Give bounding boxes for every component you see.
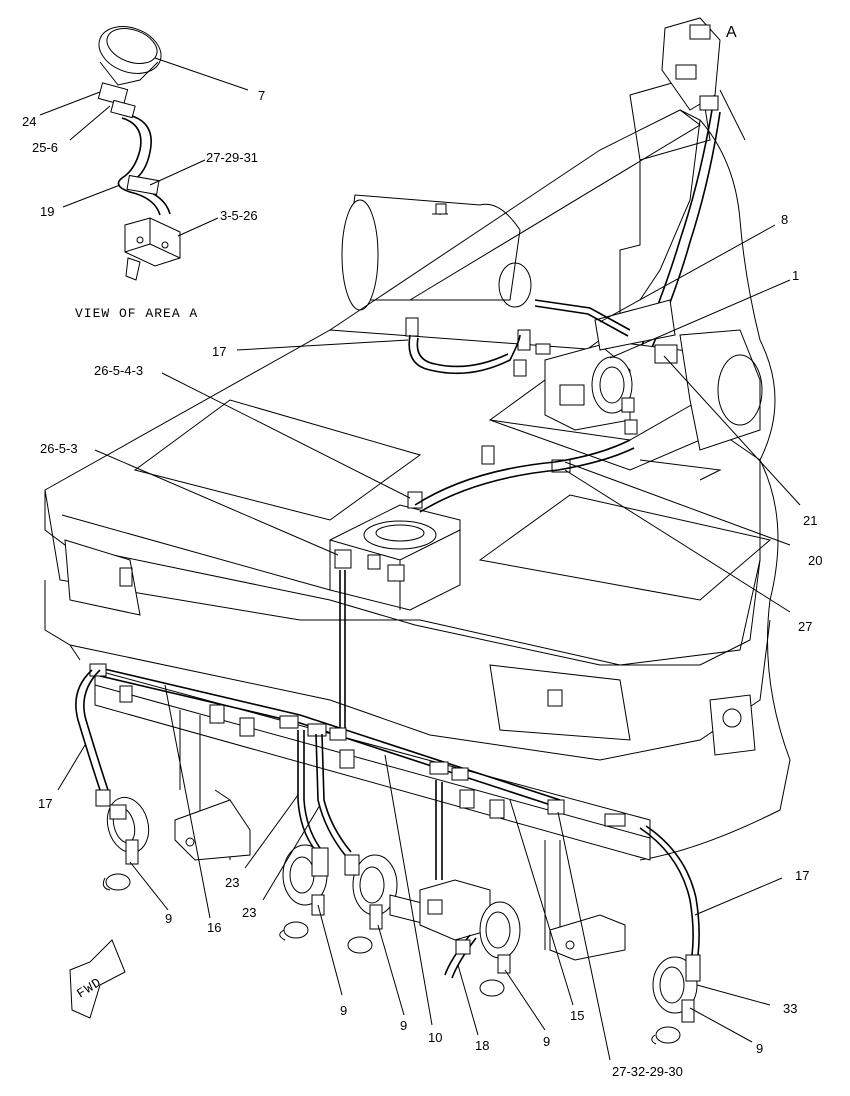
- chamber-right: [651, 954, 701, 1045]
- label-15: 15: [570, 1008, 584, 1023]
- label-9-center-left: 9: [340, 1003, 347, 1018]
- label-8: 8: [781, 212, 788, 227]
- label-33: 33: [783, 1001, 797, 1016]
- label-23-lower: 23: [242, 905, 256, 920]
- label-17-top: 17: [212, 344, 226, 359]
- lower-tube-assembly: [89, 663, 651, 961]
- label-3-5-26: 3-5-26: [220, 208, 258, 223]
- label-27-29-31: 27-29-31: [206, 150, 258, 165]
- callout-labels: A VIEW OF AREA A 7 24 25-6 27-29-31 19 3…: [22, 24, 822, 1079]
- label-9-left: 9: [165, 911, 172, 926]
- inset-gauge-assembly: [97, 26, 181, 281]
- label-26-5-4-3: 26-5-4-3: [94, 363, 143, 378]
- chamber-left: [102, 796, 150, 891]
- valve-and-bracket: [405, 299, 763, 509]
- label-25-6: 25-6: [32, 140, 58, 155]
- area-marker: A: [726, 24, 737, 41]
- label-21: 21: [803, 513, 817, 528]
- base-frame: [44, 329, 791, 861]
- view-caption: VIEW OF AREA A: [75, 306, 198, 321]
- label-16: 16: [207, 920, 221, 935]
- filler-cap-block: [329, 504, 461, 611]
- leader-lines: [39, 57, 801, 1061]
- label-27: 27: [798, 619, 812, 634]
- label-19: 19: [40, 204, 54, 219]
- upper-hoses: [339, 299, 635, 730]
- label-27-32-29-30: 27-32-29-30: [612, 1064, 683, 1079]
- label-17-left: 17: [38, 796, 52, 811]
- label-9-center-far: 9: [543, 1034, 550, 1049]
- label-9-right: 9: [756, 1041, 763, 1056]
- chamber-center-left: [279, 844, 329, 941]
- label-17-right: 17: [795, 868, 809, 883]
- label-26-5-3: 26-5-3: [40, 441, 78, 456]
- upper-frame-rails: [329, 17, 776, 461]
- label-18: 18: [475, 1038, 489, 1053]
- label-20: 20: [808, 553, 822, 568]
- center-hoses: [297, 730, 352, 856]
- label-23-upper: 23: [225, 875, 239, 890]
- label-1: 1: [792, 268, 799, 283]
- air-tank: [341, 194, 532, 311]
- fwd-arrow-icon: FWD: [69, 939, 126, 1019]
- label-7: 7: [258, 88, 265, 103]
- chamber-center-far: [419, 780, 521, 997]
- right-brake-hose: [639, 825, 700, 956]
- label-9-center-right: 9: [400, 1018, 407, 1033]
- left-brake-hose: [75, 669, 111, 807]
- label-10: 10: [428, 1030, 442, 1045]
- label-24: 24: [22, 114, 36, 129]
